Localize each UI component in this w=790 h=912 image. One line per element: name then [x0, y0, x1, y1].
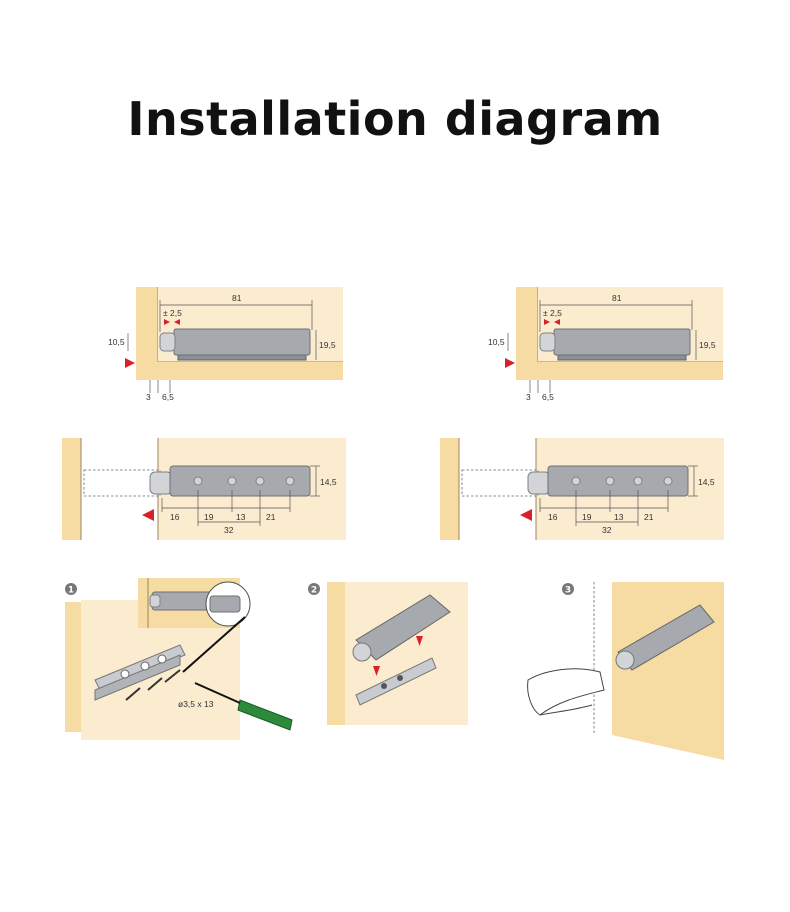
- edge-6-5-left: 6,5: [162, 392, 174, 402]
- step-2-plate-icon: [355, 657, 437, 706]
- spacing-13-left: 13: [236, 512, 246, 522]
- top-view-right: 81 ± 2,5 10,5 19,5 3 6,5: [488, 286, 724, 402]
- spacing-16-left: 16: [170, 512, 180, 522]
- gap-3-right: 3: [526, 392, 531, 402]
- step-2-panel: 2: [308, 582, 468, 725]
- spacing-13-right: 13: [614, 512, 624, 522]
- spacing-21-right: 21: [644, 512, 654, 522]
- down-arrow-icon-2: [416, 636, 423, 646]
- hand-icon: [527, 668, 605, 716]
- step-2-number: 2: [311, 586, 317, 596]
- tolerance-left: ± 2,5: [163, 308, 182, 318]
- step-1-panel: 1 ø3,5 x 13: [65, 578, 293, 740]
- screws-icon: [125, 669, 181, 701]
- screwdriver-handle-icon: [237, 699, 293, 731]
- step-2-badge: [308, 583, 320, 595]
- step-1-side-panel: [65, 602, 81, 732]
- front-view-left: 14,5 16 19 13 21 32: [61, 437, 347, 541]
- top-view-left: 81 ± 2,5 10,5 19,5 3 6,5: [108, 286, 344, 402]
- total-32-right: 32: [602, 525, 612, 535]
- tolerance-right: ± 2,5: [543, 308, 562, 318]
- page-title: Installation diagram: [127, 92, 663, 146]
- height-14-5-right: 14,5: [698, 477, 715, 487]
- spacing-19-right: 19: [582, 512, 592, 522]
- total-32-left: 32: [224, 525, 234, 535]
- spacing-19-left: 19: [204, 512, 214, 522]
- offset-10-5-right: 10,5: [488, 337, 505, 347]
- step-2-side-panel: [327, 582, 345, 725]
- down-arrow-icon: [373, 666, 380, 676]
- step-3-number: 3: [565, 586, 571, 596]
- front-view-right: 14,5 16 19 13 21 32: [439, 437, 725, 541]
- screw-size-label: ø3,5 x 13: [178, 699, 214, 709]
- gap-3-left: 3: [146, 392, 151, 402]
- height-14-5-left: 14,5: [320, 477, 337, 487]
- offset-10-5-left: 10,5: [108, 337, 125, 347]
- screwdriver-shaft: [182, 616, 246, 673]
- height-19-5-right: 19,5: [699, 340, 716, 350]
- height-19-5-left: 19,5: [319, 340, 336, 350]
- length-81-right: 81: [612, 293, 622, 303]
- step-3-panel: 3: [527, 582, 724, 760]
- step-1-badge: [65, 583, 77, 595]
- step-3-badge: [562, 583, 574, 595]
- front-view-right-drawing: [439, 437, 725, 541]
- step-1-number: 1: [68, 586, 74, 596]
- step-3-cabinet-panel: [612, 582, 724, 760]
- front-view-left-drawing: [61, 437, 347, 541]
- length-81-left: 81: [232, 293, 242, 303]
- spacing-16-right: 16: [548, 512, 558, 522]
- edge-6-5-right: 6,5: [542, 392, 554, 402]
- spacing-21-left: 21: [266, 512, 276, 522]
